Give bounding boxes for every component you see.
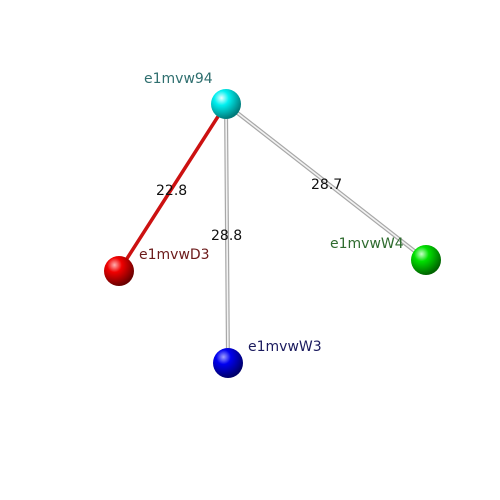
node-label-e1mvwW3: e1mvwW3: [248, 339, 322, 355]
nodes: [104, 89, 441, 378]
edge-labels: 22.8 28.8 28.7: [156, 177, 342, 244]
edge-label-e1mvw94-e1mvwD3: 22.8: [156, 183, 187, 199]
node-e1mvw94[interactable]: [211, 89, 241, 119]
edge-e1mvw94-e1mvwW4: [224, 102, 428, 262]
edge-label-e1mvw94-e1mvwW3: 28.8: [211, 228, 242, 244]
edge-label-e1mvw94-e1mvwW4: 28.7: [311, 177, 342, 193]
node-e1mvwW3[interactable]: [213, 348, 243, 378]
node-e1mvwD3[interactable]: [104, 256, 134, 286]
node-labels: e1mvw94 e1mvwD3 e1mvwW3 e1mvwW4: [139, 71, 404, 355]
node-label-e1mvwW4: e1mvwW4: [330, 236, 404, 252]
edge-e1mvw94-e1mvwW3: [224, 102, 230, 365]
edge-e1mvw94-e1mvwD3: [117, 102, 228, 273]
edges: [117, 102, 428, 365]
node-label-e1mvw94: e1mvw94: [144, 71, 213, 87]
node-label-e1mvwD3: e1mvwD3: [139, 247, 210, 263]
node-e1mvwW4[interactable]: [411, 245, 441, 275]
